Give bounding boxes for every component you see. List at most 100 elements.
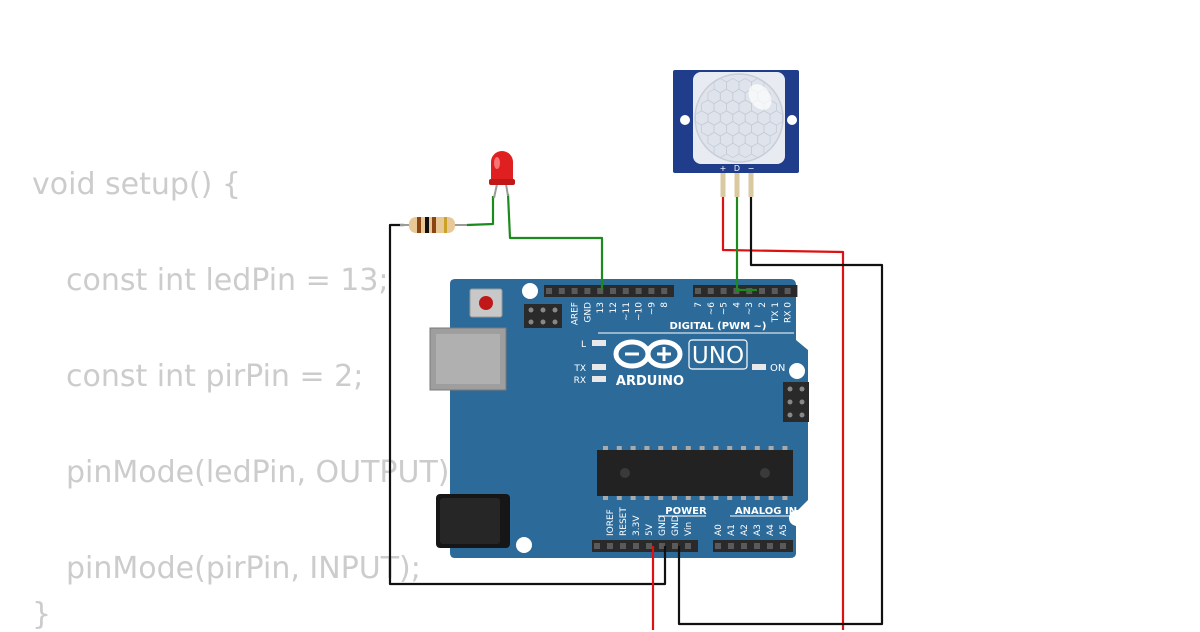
digital-header-right-pin[interactable] — [720, 288, 727, 294]
digital-header-left-pin[interactable] — [622, 288, 629, 294]
chip-leg — [644, 496, 650, 500]
analog-header-pin[interactable] — [715, 543, 721, 549]
pir-fresnel-cells — [695, 77, 783, 159]
chip-leg — [713, 446, 719, 450]
wire-resistor-led[interactable] — [466, 196, 495, 227]
chip-leg — [754, 496, 760, 500]
pin-label: A4 — [766, 524, 776, 536]
chip-leg — [672, 446, 677, 450]
wire-led-pin13[interactable] — [506, 193, 604, 290]
pin-label: ~3 — [745, 302, 755, 315]
resistor-band — [444, 217, 447, 233]
digital-header-right-pin[interactable] — [784, 288, 791, 294]
power-section-label: POWER — [665, 506, 707, 517]
pin-label: 2 — [758, 302, 768, 308]
chip-leg — [699, 496, 705, 500]
on-led-label: ON — [770, 363, 785, 374]
analog-header-pin[interactable] — [741, 543, 747, 549]
wire-pir-out[interactable] — [735, 197, 757, 292]
pir-pin-plus-label: + — [720, 164, 727, 173]
digital-header-right-pin[interactable] — [707, 288, 714, 294]
power-header-pin[interactable] — [672, 543, 678, 549]
chip-leg — [658, 496, 664, 500]
digital-header-right-pin[interactable] — [771, 288, 778, 294]
power-header-pin[interactable] — [620, 543, 626, 549]
usb-connector-face — [436, 334, 500, 384]
l-led-label: L — [581, 340, 586, 350]
power-header-pin[interactable] — [607, 543, 613, 549]
reset-button-cap[interactable] — [479, 296, 493, 310]
pin-label: 7 — [694, 302, 704, 308]
pir-pin-vcc[interactable] — [720, 173, 726, 197]
power-header-pin[interactable] — [685, 543, 691, 549]
digital-header-left-pin[interactable] — [597, 288, 604, 294]
power-header-pin[interactable] — [633, 543, 639, 549]
digital-header-left-pin[interactable] — [584, 288, 591, 294]
digital-header-left-pin[interactable] — [635, 288, 642, 294]
pin-label: A1 — [727, 524, 737, 536]
digital-header-left-pin[interactable] — [571, 288, 578, 294]
rx-led-label: RX — [574, 376, 586, 386]
digital-header-right-pin[interactable] — [733, 288, 740, 294]
digital-header-left-pin[interactable] — [610, 288, 616, 294]
icsp-header-right — [783, 382, 809, 422]
mounting-hole — [522, 283, 538, 299]
chip-leg — [616, 446, 622, 450]
code-line-ledpin: const int ledPin = 13; — [66, 263, 389, 298]
pir-pin-gnd[interactable] — [748, 173, 754, 197]
led-rim — [489, 179, 515, 185]
pin-label: TX 1 — [771, 302, 781, 323]
pin-label: A3 — [753, 524, 763, 536]
chip-leg — [630, 446, 636, 450]
pir-dome-highlight — [748, 84, 772, 110]
fresnel-cell — [751, 142, 765, 159]
pin-label: ~9 — [647, 302, 657, 316]
chip-leg — [713, 496, 719, 500]
led-highlight — [494, 157, 500, 169]
code-line-pinmode-pir: pinMode(pirPin, INPUT); — [66, 551, 421, 586]
analog-header-pin[interactable] — [754, 543, 760, 549]
chip-leg — [685, 496, 691, 500]
wires — [388, 193, 884, 630]
power-header-pin[interactable] — [594, 543, 600, 549]
tx-led-label: TX — [573, 364, 586, 374]
digital-header-left-pin[interactable] — [558, 288, 565, 294]
chip-leg — [603, 496, 608, 500]
resistor-band — [417, 217, 421, 233]
digital-header-left-pin[interactable] — [648, 288, 655, 294]
pin-label: 5V — [645, 523, 655, 536]
mounting-hole — [789, 363, 805, 379]
chip-leg — [630, 496, 636, 500]
analog-header-pin[interactable] — [767, 543, 773, 549]
power-header-pin[interactable] — [659, 543, 665, 549]
power-header — [592, 540, 698, 552]
wire-led-ground[interactable] — [388, 223, 667, 586]
digital-header-right-pin[interactable] — [759, 288, 765, 294]
red-led[interactable] — [489, 151, 515, 199]
chip-leg — [685, 446, 691, 450]
power-header-pin[interactable] — [646, 543, 652, 549]
code-line-pirpin: const int pirPin = 2; — [66, 359, 364, 394]
pir-pin-minus-label: − — [748, 164, 755, 173]
chip-notch — [620, 468, 630, 478]
wire-pir-vcc[interactable] — [721, 197, 845, 630]
pin-label: GND — [583, 302, 593, 323]
led-body — [491, 151, 513, 181]
pin-label: ~10 — [635, 302, 645, 321]
digital-header-right-pin[interactable] — [695, 288, 701, 294]
pin-label: AREF — [571, 302, 581, 325]
pir-motion-sensor[interactable]: + D − — [673, 70, 799, 197]
digital-header-left-pin[interactable] — [546, 288, 552, 294]
pir-pin-out[interactable] — [734, 173, 740, 197]
digital-header-left-pin[interactable] — [661, 288, 668, 294]
wire-pir-ground[interactable] — [677, 197, 884, 626]
pin-label: 3.3V — [632, 515, 642, 536]
code-line-pinmode-led: pinMode(ledPin, OUTPUT); — [66, 455, 460, 490]
analog-header-pin[interactable] — [728, 543, 734, 549]
resistor[interactable] — [400, 196, 495, 233]
analog-header-pin[interactable] — [780, 543, 786, 549]
